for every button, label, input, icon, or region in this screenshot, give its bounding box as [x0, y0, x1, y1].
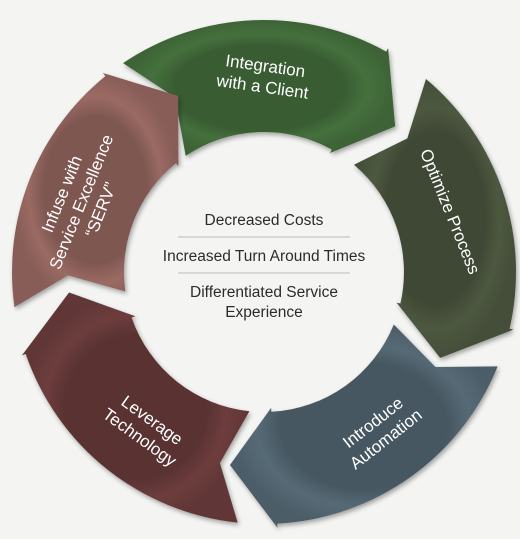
- segment-shading: [353, 78, 517, 358]
- center-item-line: Experience: [225, 304, 303, 321]
- segment-integration-with-a-client: [123, 20, 396, 156]
- center-item-line: Differentiated Service: [190, 284, 338, 301]
- center-item-increased-turn-around-times: Increased Turn Around Times: [163, 248, 366, 265]
- segment-leverage-technology: [21, 292, 250, 523]
- center-item-line: Increased Turn Around Times: [163, 248, 366, 265]
- center-item-line: Decreased Costs: [205, 212, 324, 229]
- segment-shading: [21, 292, 250, 523]
- segment-shading: [229, 324, 498, 528]
- segments-layer: [11, 20, 517, 528]
- segment-shading: [11, 73, 179, 308]
- segment-optimize-process: [353, 78, 517, 358]
- segment-infuse-with-service-excellence-serv: [11, 73, 179, 308]
- segment-introduce-automation: [229, 324, 498, 528]
- segment-shading: [123, 20, 396, 156]
- center-item-decreased-costs: Decreased Costs: [205, 212, 324, 229]
